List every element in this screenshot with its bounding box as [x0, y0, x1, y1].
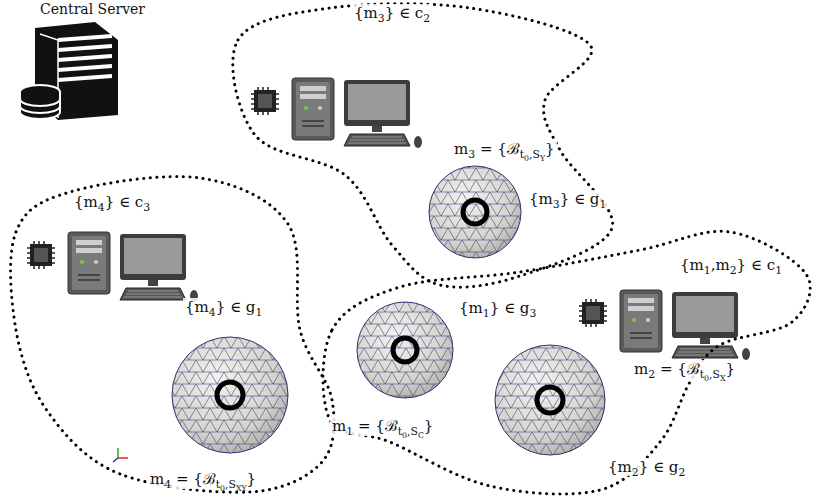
computer-icon — [27, 232, 198, 302]
math-label: {m2} ∈ g2 — [606, 458, 687, 476]
computer-icon — [251, 78, 422, 148]
math-label: {m3} ∈ g1 — [527, 190, 608, 208]
math-label: m2 = {ℬt0,SX} — [632, 360, 737, 379]
cluster-region: {m3} ∈ c2 m3 = {ℬt0,SY} {m3} ∈ g1 — [222, 0, 622, 292]
mesh-sphere — [355, 300, 455, 400]
region-border — [11, 177, 335, 493]
math-label: {m4} ∈ c3 — [72, 193, 152, 211]
math-label: m3 = {ℬt0,SY} — [452, 140, 557, 159]
mesh-sphere — [170, 335, 290, 455]
cluster-region: {m1,m2} ∈ c1 {m1} ∈ g3 m2 = {ℬt0,SX} m1 = {… — [322, 222, 816, 496]
math-label: {m1} ∈ g3 — [457, 299, 538, 317]
server-icon — [20, 22, 118, 120]
computer-icon — [579, 290, 750, 360]
dotted-outline — [8, 170, 338, 498]
math-label: {m3} ∈ c2 — [352, 4, 432, 22]
mesh-sphere — [493, 343, 607, 457]
server-label: Central Server — [40, 1, 145, 18]
mesh-sphere — [425, 162, 525, 262]
cluster-region: {m4} ∈ c3 {m4} ∈ g1 m4 = {ℬt0,SXY} — [8, 170, 338, 498]
dotted-outline — [222, 0, 622, 292]
axes-glyph — [113, 448, 128, 462]
region-border — [233, 4, 613, 287]
math-label: {m4} ∈ g1 — [183, 298, 264, 316]
math-label: {m1,m2} ∈ c1 — [678, 256, 784, 274]
math-label: m1 = {ℬt0,SC} — [330, 417, 435, 436]
math-label: m4 = {ℬt0,SXY} — [148, 470, 258, 489]
region-border — [323, 231, 810, 494]
